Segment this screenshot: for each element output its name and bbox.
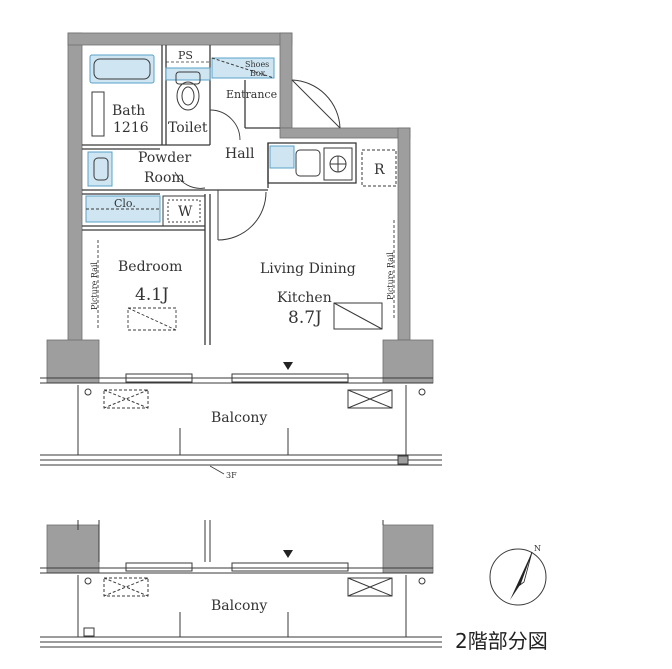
entrance-label: Entrance xyxy=(226,88,277,101)
north-label: N xyxy=(534,544,541,553)
closet-label: Clo. xyxy=(114,197,136,210)
hall-label: Hall xyxy=(225,146,255,162)
shoes-box-label-1: Shoes xyxy=(245,60,269,69)
shoes-box-label-2: Box xyxy=(250,69,266,78)
north-arrow-icon: N xyxy=(489,544,547,606)
shoes-box-icon xyxy=(211,57,275,79)
bathtub-icon xyxy=(89,54,155,137)
walls xyxy=(46,32,434,384)
hall-door-icon xyxy=(217,190,267,241)
refrigerator-label: R xyxy=(374,162,385,178)
washer-icon xyxy=(162,195,206,227)
lower-entry-arrow-icon xyxy=(283,550,293,558)
powder-door-arc xyxy=(174,171,206,189)
floor-marker-leader xyxy=(209,465,225,475)
caption: 2階部分図 xyxy=(455,629,548,653)
floor-marker-label: 3F xyxy=(226,471,237,480)
ps-label: PS xyxy=(178,49,193,62)
kitchen-label: Kitchen xyxy=(277,290,332,306)
bedroom-size-label: 4.1J xyxy=(135,285,169,305)
bath-label: Bath xyxy=(112,103,145,119)
closet-icon xyxy=(85,195,161,223)
toilet-icon xyxy=(165,67,211,111)
lower-structure xyxy=(40,520,442,648)
kitchen-sink-icon xyxy=(269,145,321,177)
window-sashes xyxy=(40,373,433,384)
toilet-door-arc xyxy=(209,109,241,141)
picture-rail-right-label: Picture Rail xyxy=(386,252,395,300)
balcony-upper-label: Balcony xyxy=(211,410,267,426)
refrigerator-icon xyxy=(361,149,397,187)
living-size-label: 8.7J xyxy=(288,308,322,328)
balcony-lower-label: Balcony xyxy=(211,598,267,614)
upper-balcony xyxy=(40,385,442,466)
entrance-door-icon xyxy=(291,79,341,129)
lower-walls xyxy=(46,524,434,574)
washer-label: W xyxy=(178,204,193,220)
powder-room-label-2: Room xyxy=(144,170,185,186)
powder-room-label-1: Powder xyxy=(138,150,192,166)
bedroom-label: Bedroom xyxy=(118,259,182,275)
bedroom-ac-icon xyxy=(127,307,177,331)
living-ac-icon xyxy=(333,302,383,330)
living-dining-label: Living Dining xyxy=(260,261,356,277)
stove-icon xyxy=(323,147,353,181)
entry-arrow-icon xyxy=(283,362,293,370)
picture-rail-left-label: Picture Rail xyxy=(90,262,99,310)
toilet-label: Toilet xyxy=(168,120,208,136)
bath-size-label: 1216 xyxy=(113,120,149,136)
sink-icon xyxy=(87,151,113,187)
